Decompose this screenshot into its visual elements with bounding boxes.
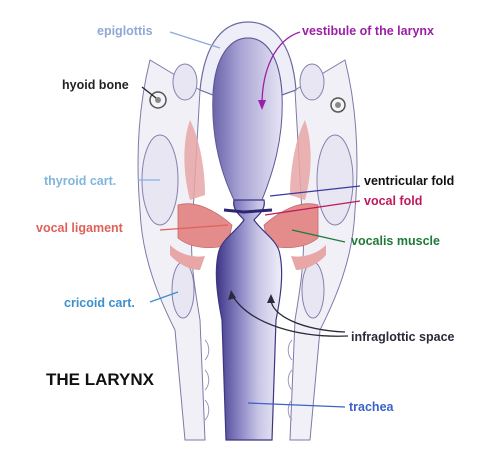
cricoid-left [172, 262, 194, 318]
label-vocal-ligament: vocal ligament [36, 221, 123, 235]
ventricular-muscle-right [290, 120, 311, 200]
label-vocalis-muscle: vocalis muscle [351, 234, 440, 248]
upper-cart-right [300, 64, 324, 100]
label-vestibule-of-larynx: vestibule of the larynx [302, 24, 434, 38]
label-hyoid-bone: hyoid bone [62, 78, 129, 92]
label-infraglottic-space: infraglottic space [351, 330, 455, 344]
diagram-title: THE LARYNX [46, 370, 154, 390]
upper-cart-left [173, 64, 197, 100]
label-trachea: trachea [349, 400, 393, 414]
label-cricoid-cartilage: cricoid cart. [64, 296, 135, 310]
cricoid-right [302, 262, 324, 318]
thyroid-right [317, 135, 353, 225]
label-thyroid-cartilage: thyroid cart. [44, 174, 116, 188]
label-ventricular-fold: ventricular fold [364, 174, 454, 188]
ventricular-muscle-left [184, 120, 205, 200]
label-epiglottis: epiglottis [97, 24, 153, 38]
vestibule-cavity [213, 38, 282, 200]
label-vocal-fold: vocal fold [364, 194, 422, 208]
